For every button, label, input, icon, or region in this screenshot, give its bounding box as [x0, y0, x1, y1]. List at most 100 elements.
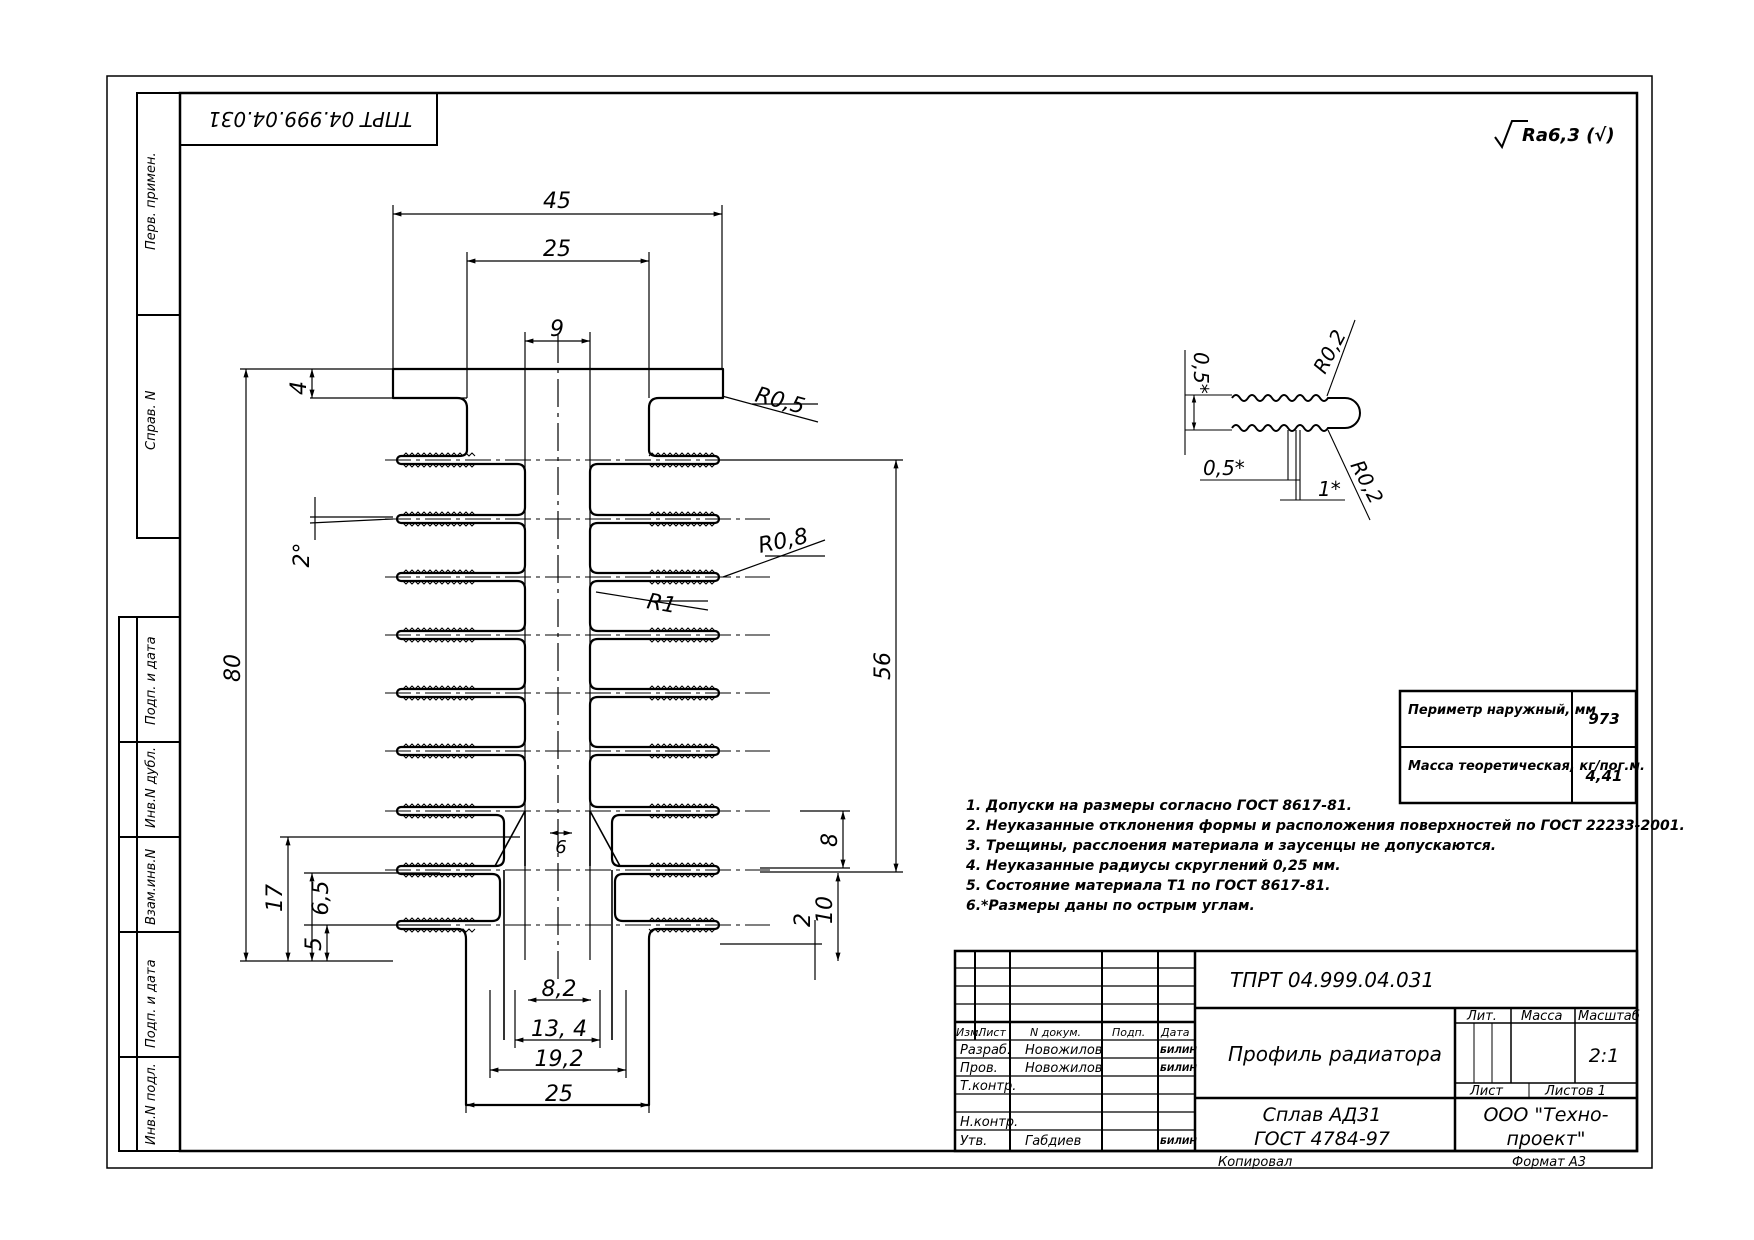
dim-r05: R0,5 — [752, 383, 807, 420]
note-1: 1. Допуски на размеры согласно ГОСТ 8617… — [966, 798, 1352, 814]
fin-serration — [402, 627, 476, 643]
rotated-designation: ТПРТ 04.999.04.031 — [208, 107, 412, 131]
dim-17: 17 — [263, 884, 288, 912]
tb-hdr-ndokum: N докум. — [1030, 1026, 1081, 1039]
detail-dim-1: 1* — [1318, 477, 1341, 501]
outer-frame — [106, 75, 1653, 1169]
fin-serration — [402, 917, 476, 933]
strip-podp-data-2: Подп. и дата — [144, 959, 159, 1048]
fin-serration — [648, 452, 716, 468]
fin-serration — [648, 743, 716, 759]
tb-row-prov: Пров. — [960, 1061, 998, 1076]
tb-hdr-data: Дата — [1160, 1026, 1190, 1039]
prop-mass-label: Масса теоретическая, кг/пог.м. — [1408, 759, 1645, 774]
detail-view: 0,5* R0,2 0,5* 1* R0,2 — [1184, 319, 1388, 521]
prop-mass-value: 4,41 — [1584, 767, 1622, 785]
tb-razrab-name: Новожилов — [1025, 1043, 1102, 1058]
fin-axes — [385, 459, 770, 926]
tb-designation: ТПРТ 04.999.04.031 — [1230, 968, 1434, 992]
note-3: 3. Трещины, расслоения материала и заусе… — [966, 838, 1496, 854]
tb-massa: Масса — [1521, 1009, 1562, 1024]
tb-format: Формат А3 — [1512, 1155, 1586, 1170]
tb-name: Профиль радиатора — [1228, 1042, 1442, 1066]
tb-utv-name: Габдиев — [1025, 1134, 1081, 1149]
dim-192: 19,2 — [535, 1047, 584, 1072]
dim-56: 56 — [871, 652, 896, 680]
tb-prov-name: Новожилов — [1025, 1061, 1102, 1076]
dim-10: 10 — [813, 896, 838, 924]
tb-prov-date: БИЛИН — [1160, 1064, 1197, 1074]
radiator-profile — [385, 335, 770, 1107]
properties-table: Периметр наружный, мм 973 Масса теоретич… — [1398, 689, 1645, 805]
dim-25-bottom: 25 — [545, 1082, 573, 1107]
dim-4: 4 — [287, 381, 312, 395]
roughness-symbol: Ra6,3 (√) — [1494, 120, 1615, 150]
fin-serrations — [402, 452, 716, 933]
detail-dim-05-horizontal: 0,5* — [1203, 456, 1245, 480]
dim-2: 2 — [791, 913, 816, 927]
roughness-value: Ra6,3 (√) — [1522, 125, 1615, 146]
dim-8: 8 — [818, 833, 843, 847]
tb-list: Лист — [1469, 1084, 1503, 1099]
fin-serration — [648, 803, 716, 819]
dim-5: 5 — [302, 937, 327, 951]
dim-25-top: 25 — [543, 237, 571, 262]
tb-hdr-podp: Подп. — [1112, 1026, 1145, 1039]
fin-serration — [648, 627, 716, 643]
detail-r02-top: R0,2 — [1308, 326, 1351, 378]
fin-serration — [648, 569, 716, 585]
note-2: 2. Неуказанные отклонения формы и распол… — [966, 818, 1685, 834]
left-strip: Перв. примен. Справ. N Подп. и дата Инв.… — [118, 92, 181, 1152]
dim-r08: R0,8 — [756, 524, 810, 559]
dim-134: 13, 4 — [531, 1017, 587, 1042]
rotated-designation-box: ТПРТ 04.999.04.031 — [179, 92, 438, 146]
dim-82: 8,2 — [542, 977, 577, 1002]
dim-2deg: 2° — [290, 543, 315, 568]
dim-80: 80 — [221, 654, 246, 682]
tb-row-utv: Утв. — [960, 1134, 987, 1149]
title-block-text: ТПРТ 04.999.04.031 Профиль радиатора Спл… — [956, 968, 1640, 1170]
tb-masshtab: Масштаб — [1578, 1009, 1640, 1024]
fin-serration — [648, 511, 716, 527]
fin-serration — [402, 685, 476, 701]
tb-material-2: ГОСТ 4784-97 — [1254, 1128, 1390, 1150]
strip-sprav-n: Справ. N — [144, 390, 159, 450]
tb-hdr-list: Лист — [977, 1026, 1006, 1039]
tb-utv-date: БИЛИН — [1160, 1137, 1197, 1147]
tb-kopiroval: Копировал — [1218, 1155, 1292, 1170]
tb-listov: Листов 1 — [1544, 1084, 1606, 1099]
tb-hdr-izm: Изм. — [956, 1026, 982, 1039]
tb-material-1: Сплав АД31 — [1263, 1104, 1382, 1126]
title-block — [953, 949, 1639, 1153]
note-5: 5. Состояние материала Т1 по ГОСТ 8617-8… — [966, 878, 1330, 894]
strip-inv-n-dubl: Инв.N дубл. — [144, 747, 159, 828]
tb-razrab-date: БИЛИН — [1160, 1046, 1197, 1056]
inner-frame — [178, 91, 1639, 1153]
strip-perv-primen: Перв. примен. — [144, 152, 159, 250]
fin-serration — [402, 452, 476, 468]
prop-perimeter-value: 973 — [1588, 710, 1619, 728]
technical-notes: 1. Допуски на размеры согласно ГОСТ 8617… — [965, 798, 1685, 914]
tb-row-tkontr: Т.контр. — [960, 1079, 1016, 1094]
tb-scale: 2:1 — [1589, 1045, 1620, 1067]
strip-inv-n-podl: Инв.N подл. — [144, 1063, 159, 1145]
tb-lit: Лит. — [1466, 1009, 1497, 1024]
dim-r1: R1 — [645, 589, 678, 619]
tb-row-nkontr: Н.контр. — [960, 1115, 1018, 1130]
dim-9: 9 — [550, 317, 564, 342]
detail-outline — [1231, 394, 1361, 432]
strip-podp-data-1: Подп. и дата — [144, 636, 159, 725]
note-4: 4. Неуказанные радиусы скруглений 0,25 м… — [965, 858, 1341, 874]
tb-company-1: ООО "Техно- — [1483, 1104, 1608, 1126]
dim-6: 6 — [555, 837, 566, 858]
fin-serration — [402, 511, 476, 527]
tb-row-razrab: Разраб. — [960, 1043, 1011, 1058]
dim-45: 45 — [543, 189, 571, 214]
dim-65: 6,5 — [309, 881, 334, 916]
dimensions — [240, 205, 903, 1113]
fin-serration — [402, 569, 476, 585]
fin-serration — [402, 803, 476, 819]
prop-perimeter-label: Периметр наружный, мм — [1408, 703, 1596, 718]
detail-dim-05-vertical: 0,5* — [1189, 352, 1213, 394]
